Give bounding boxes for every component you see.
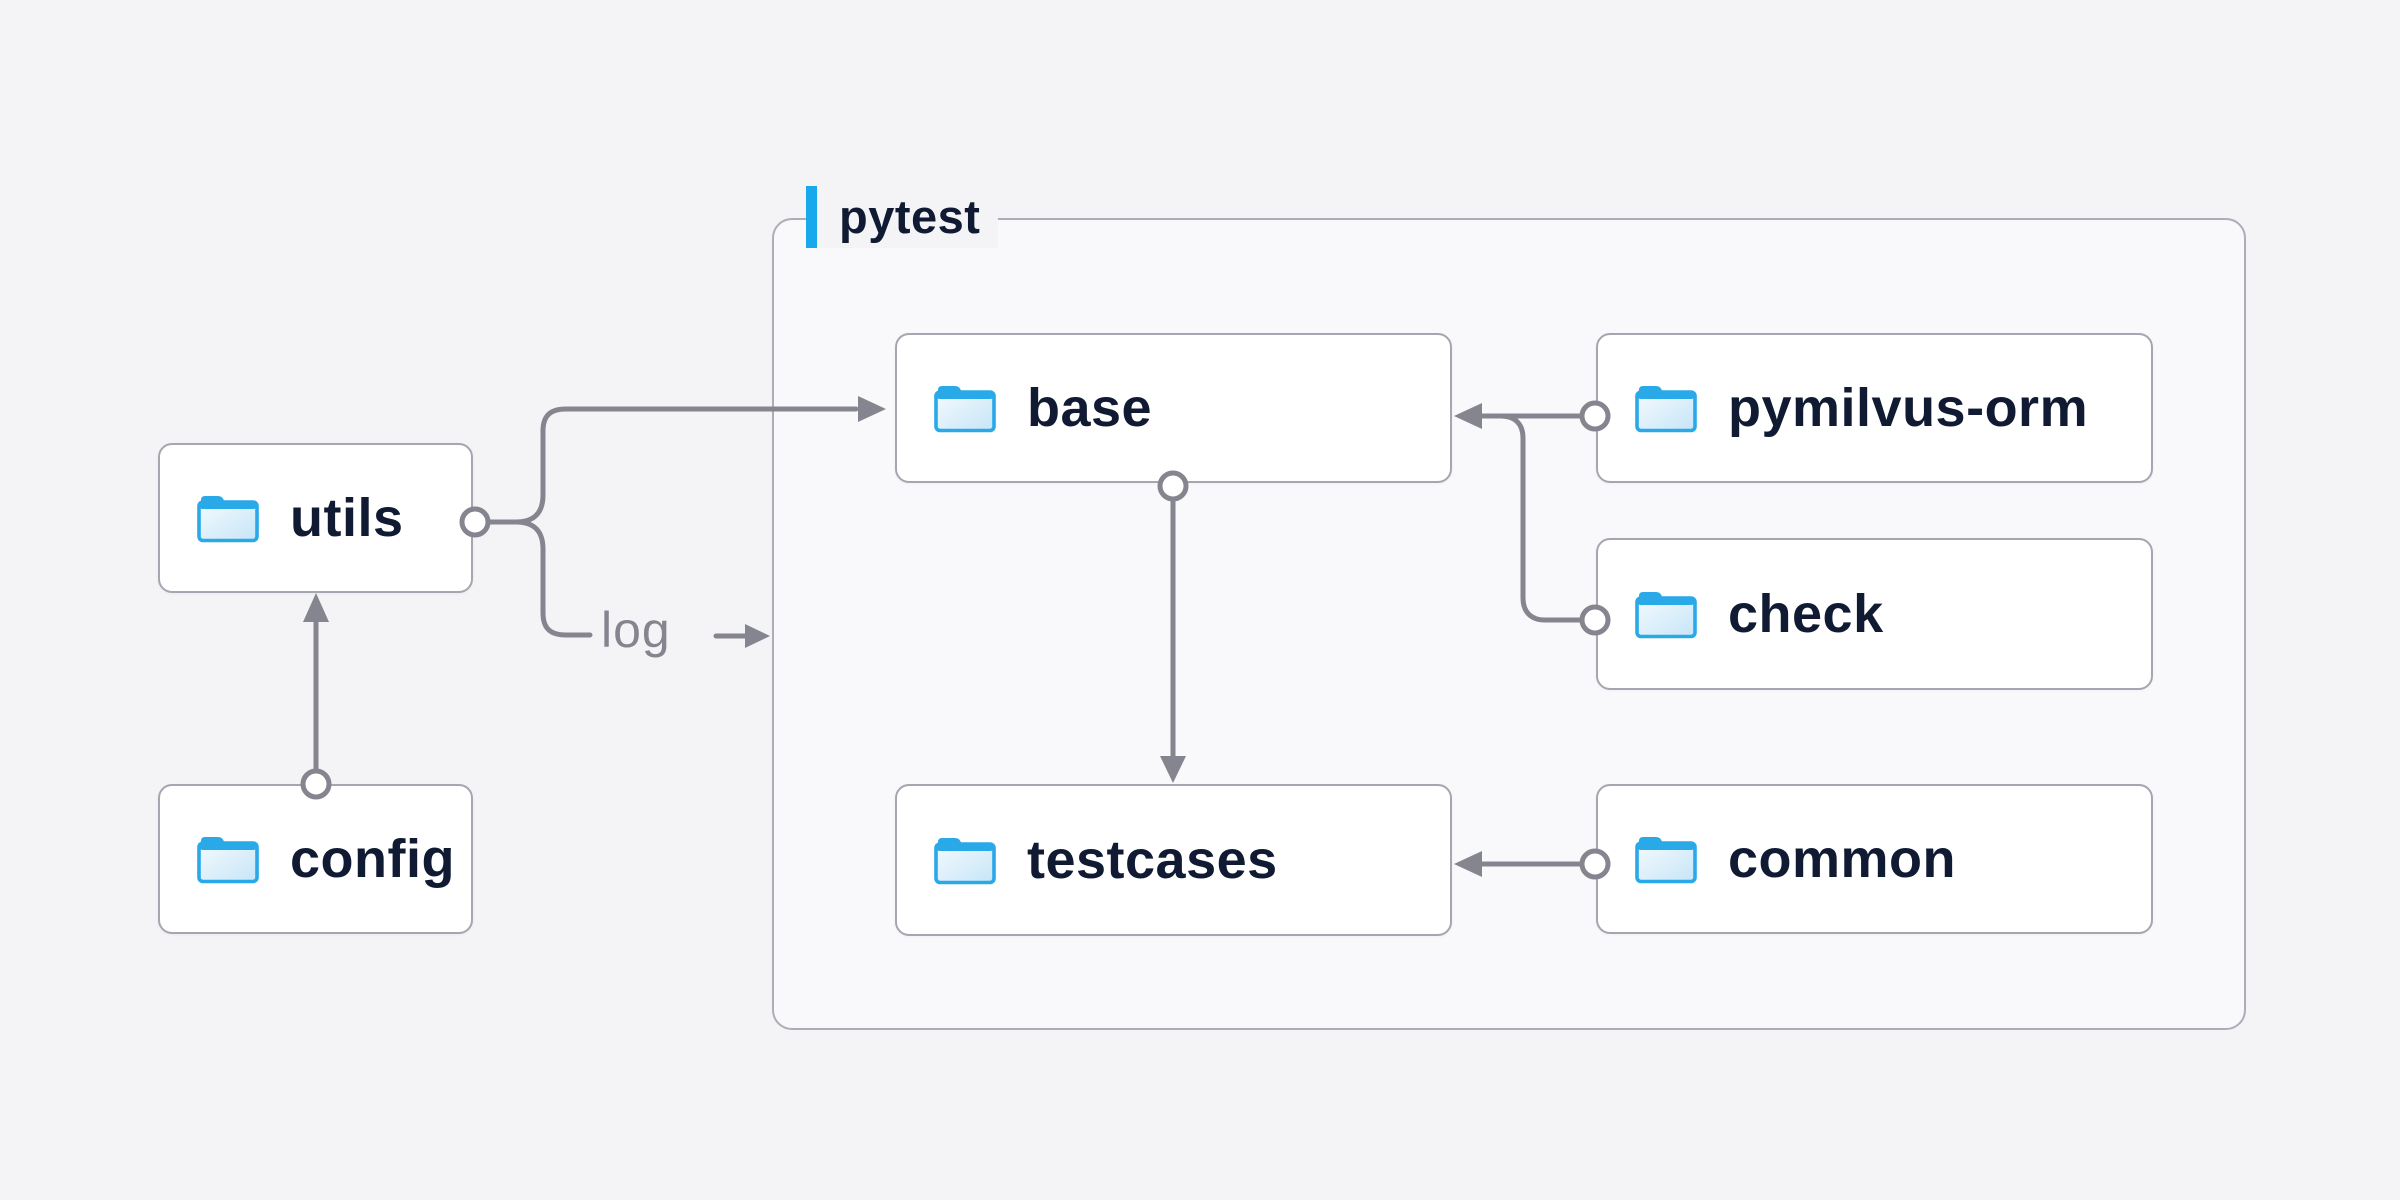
group-title: pytest [839,190,981,243]
node-label: utils [290,488,404,548]
node-base: base [895,333,1452,483]
node-label: testcases [1027,830,1278,890]
node-utils: utils [158,443,473,593]
pytest-group-label: pytest [806,186,999,248]
edge-label-log: log [601,602,671,658]
folder-icon [197,837,259,884]
node-testcases: testcases [895,784,1452,936]
folder-icon [1635,386,1697,433]
node-label: common [1728,829,1957,889]
folder-icon [934,838,996,885]
folder-icon [1635,592,1697,639]
folder-icon [1635,837,1697,884]
folder-icon [197,496,259,543]
node-config: config [158,784,473,934]
node-check: check [1596,538,2153,690]
arrowhead-log [745,624,770,648]
node-label: pymilvus-orm [1728,378,2089,438]
folder-icon [934,386,996,433]
node-pymilvus-orm: pymilvus-orm [1596,333,2153,483]
node-common: common [1596,784,2153,934]
node-label: config [290,829,455,889]
node-label: base [1027,378,1153,438]
accent-bar [806,186,817,248]
arrowhead-into-utils [303,593,329,622]
node-label: check [1728,584,1884,644]
